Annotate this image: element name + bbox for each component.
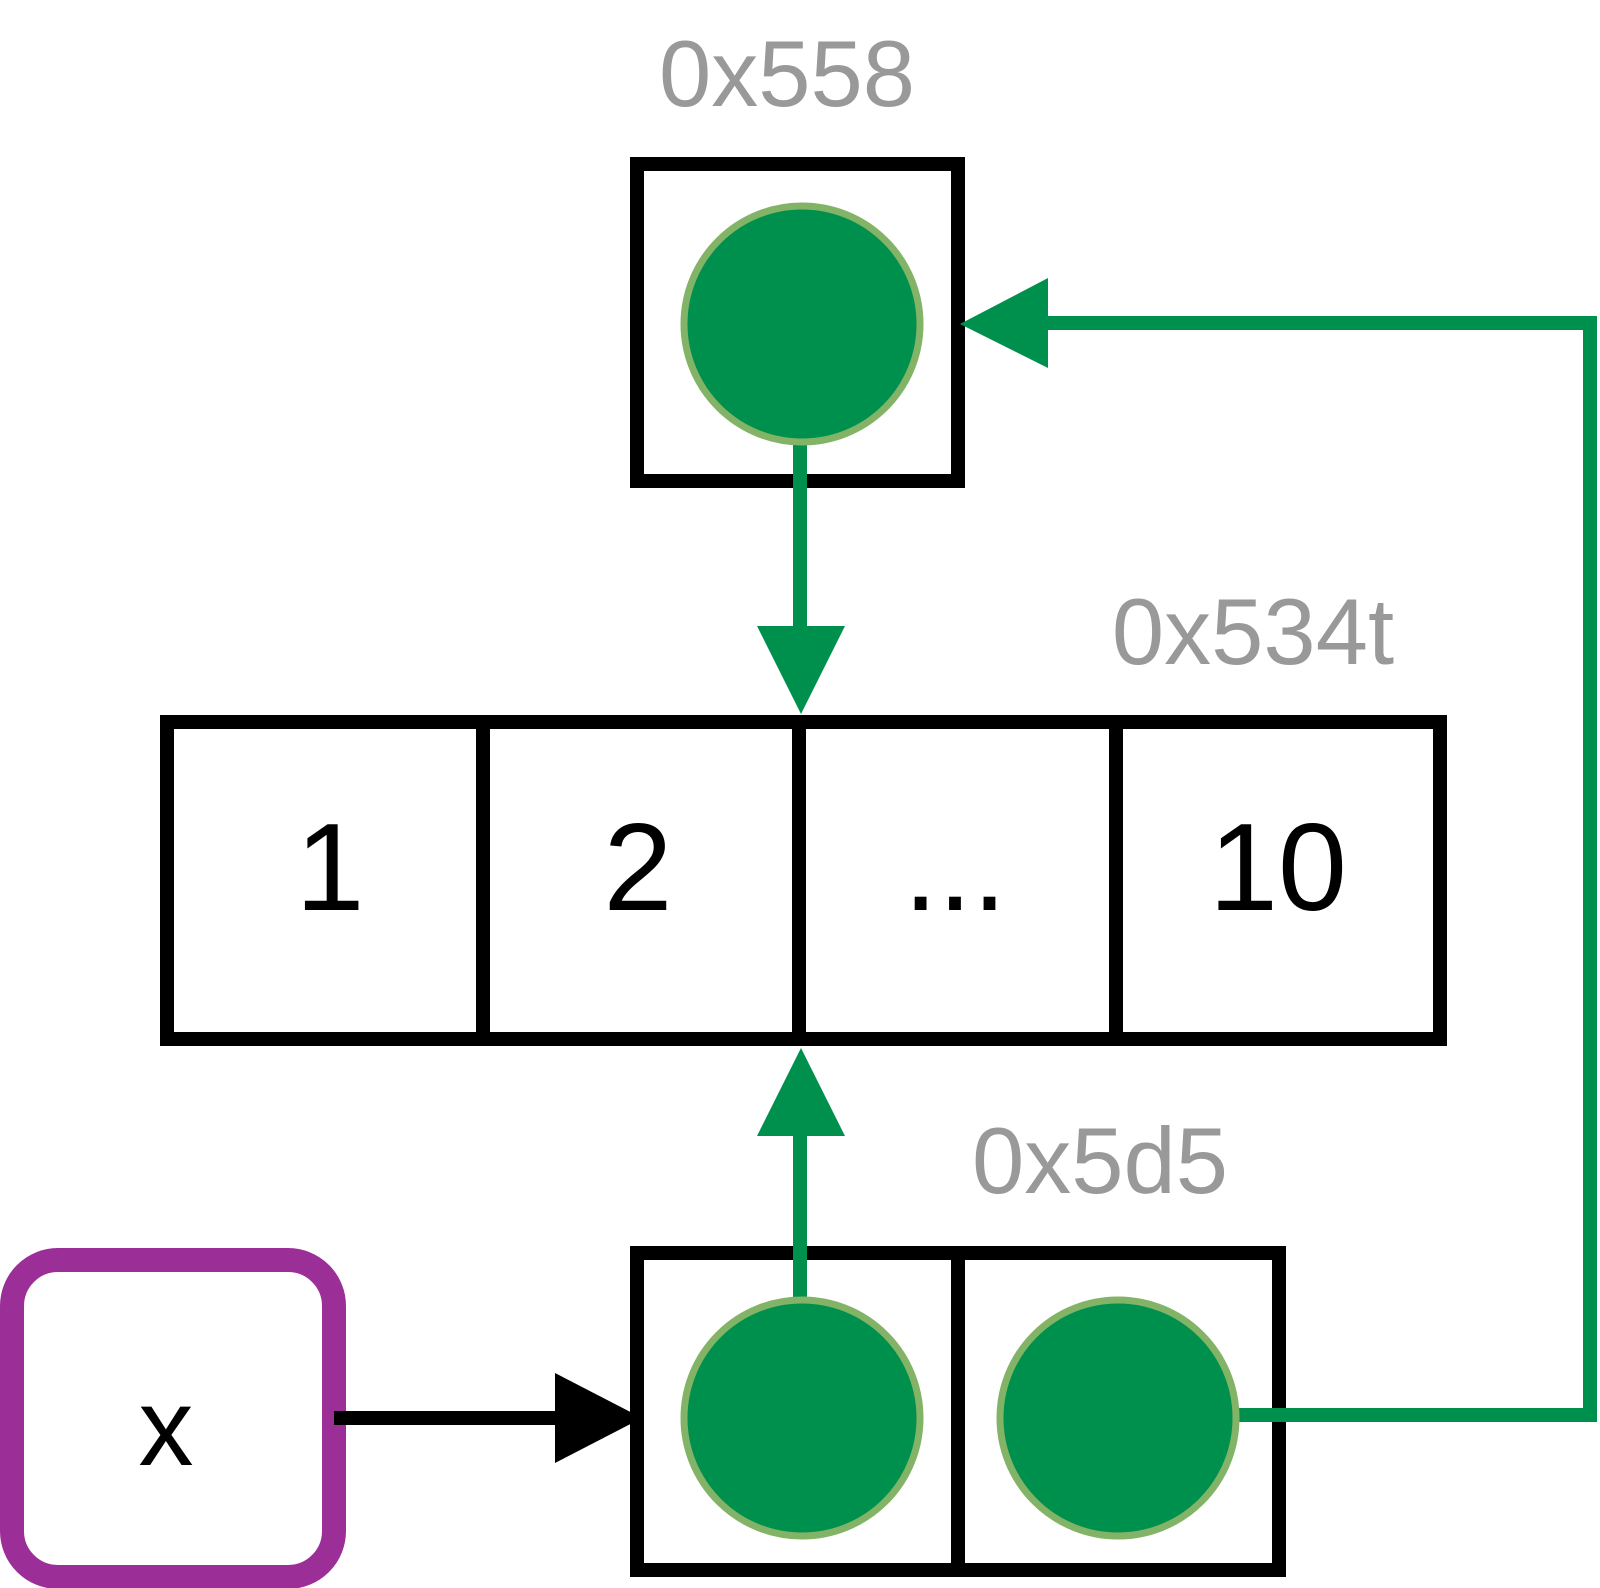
pointer-dot-pair-right	[996, 1296, 1240, 1540]
arrowhead-left-icon	[960, 278, 1048, 368]
array-cell-value: 2	[604, 799, 673, 937]
arrowhead-up-icon	[757, 1048, 845, 1136]
pointer-dot-top	[680, 202, 924, 446]
array-cell-3	[1109, 715, 1447, 1046]
pointer-dot-pair-left	[680, 1296, 924, 1540]
array-cell-value: 1	[296, 799, 365, 937]
array-block: 1 2 ... 10	[160, 715, 1447, 1046]
array-cell-0	[160, 715, 490, 1046]
array-cell-1	[476, 715, 806, 1046]
array-address: 0x534t	[1112, 579, 1394, 684]
arrowhead-down-icon	[757, 626, 845, 714]
arrowhead-right-icon	[555, 1373, 642, 1463]
pointer-arrows	[793, 316, 1597, 1422]
array-cell-value: ...	[903, 799, 1006, 937]
variable-label: x	[139, 1366, 194, 1489]
array-cell-value: 10	[1209, 799, 1347, 937]
pair-to-top-line	[1045, 316, 1597, 1422]
top-box-address: 0x558	[659, 21, 915, 126]
pair-box-address: 0x5d5	[972, 1108, 1228, 1213]
